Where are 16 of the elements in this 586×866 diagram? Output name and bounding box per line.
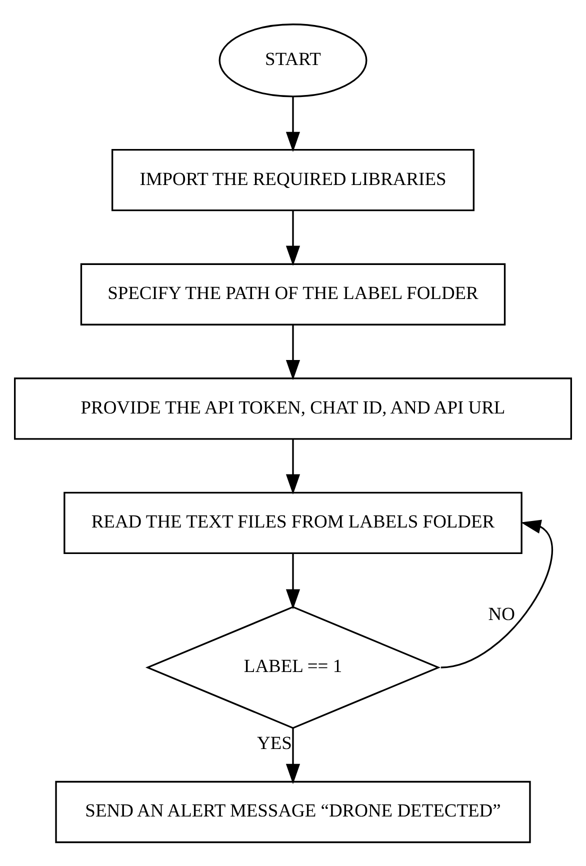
arrow [286, 553, 300, 609]
node-box: READ THE TEXT FILES FROM LABELS FOLDER [64, 491, 522, 554]
arrow [286, 210, 300, 266]
node-box: PROVIDE THE API TOKEN, CHAT ID, AND API URL [14, 377, 572, 440]
arrow [286, 438, 300, 494]
node-diamond: LABEL == 1 [145, 606, 441, 728]
node-ellipse: START [218, 23, 368, 97]
arrow [286, 728, 300, 784]
node-box: IMPORT THE REQUIRED LIBRARIES [111, 148, 475, 211]
arrow [440, 519, 553, 668]
node-box: SEND AN ALERT MESSAGE “DRONE DETECTED” [55, 780, 531, 843]
node-box: SPECIFY THE PATH OF THE LABEL FOLDER [80, 262, 506, 325]
edge-label: NO [488, 603, 515, 624]
arrow [286, 96, 300, 152]
edge-label: YES [257, 732, 292, 753]
arrow [286, 324, 300, 380]
